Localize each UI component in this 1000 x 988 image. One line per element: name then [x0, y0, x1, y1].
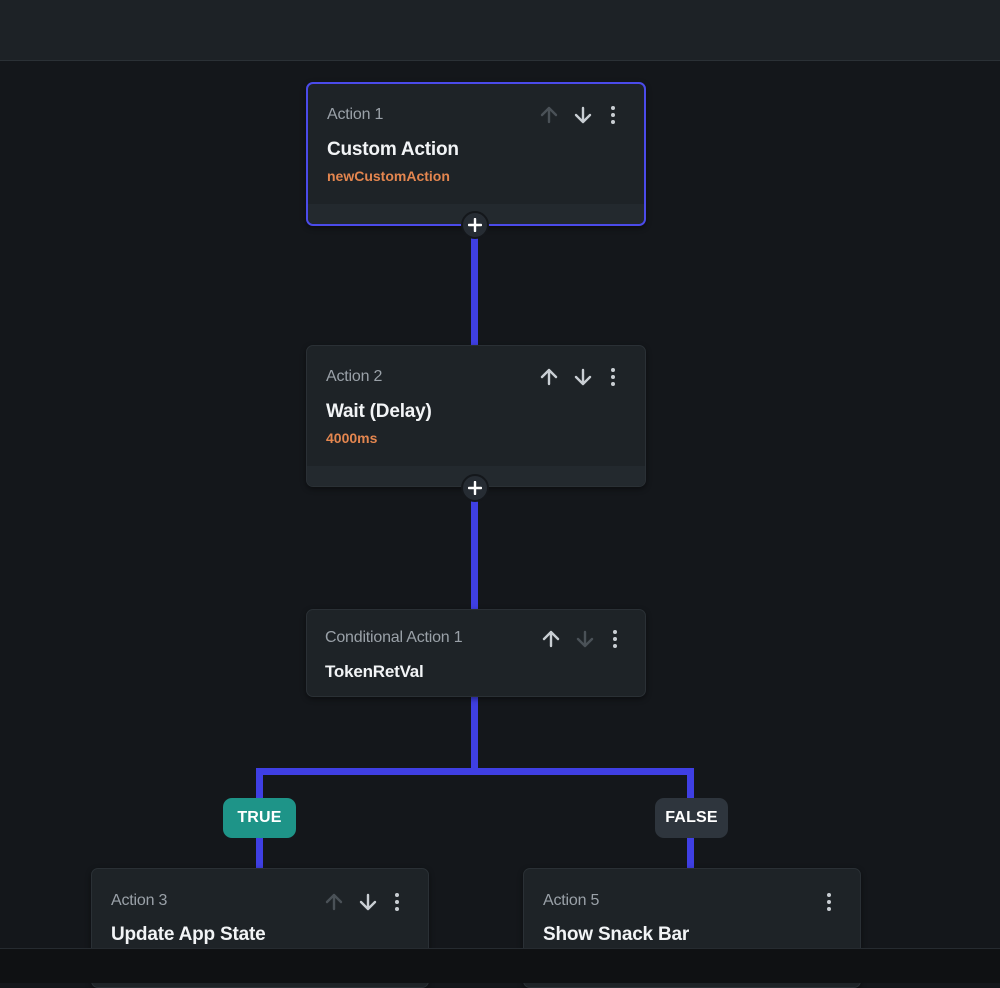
true-branch-badge[interactable]: TRUE: [223, 798, 296, 838]
move-down-icon[interactable]: [357, 891, 379, 913]
action-subtitle: 4000ms: [326, 430, 378, 446]
bottom-bar: [0, 948, 1000, 983]
action-title: Custom Action: [327, 139, 459, 160]
connector-line: [471, 238, 478, 346]
conditional-action-card[interactable]: Conditional Action 1 TokenRetVal: [306, 609, 646, 697]
false-branch-badge[interactable]: FALSE: [655, 798, 728, 838]
more-vert-icon[interactable]: [604, 628, 626, 650]
action-subtitle: newCustomAction: [327, 168, 450, 184]
action-label: Action 3: [111, 892, 168, 909]
action-card-1[interactable]: Action 1 Custom Action newCustomAction: [306, 82, 646, 226]
add-icon: [468, 218, 482, 232]
action-label: Action 1: [327, 106, 384, 123]
condition-title: TokenRetVal: [325, 662, 424, 681]
move-down-icon[interactable]: [574, 628, 596, 650]
action-label: Action 5: [543, 892, 600, 909]
action-title: Wait (Delay): [326, 401, 432, 422]
top-toolbar: [0, 0, 1000, 61]
add-action-button[interactable]: [461, 211, 489, 239]
more-vert-icon[interactable]: [602, 104, 624, 126]
move-up-icon[interactable]: [538, 104, 560, 126]
more-vert-icon[interactable]: [818, 891, 840, 913]
more-vert-icon[interactable]: [602, 366, 624, 388]
connector-line: [471, 500, 478, 610]
move-up-icon[interactable]: [323, 891, 345, 913]
move-down-icon[interactable]: [572, 366, 594, 388]
move-up-icon[interactable]: [540, 628, 562, 650]
action-label: Action 2: [326, 368, 383, 385]
move-down-icon[interactable]: [572, 104, 594, 126]
connector-line: [471, 697, 478, 771]
action-title: Show Snack Bar: [543, 924, 690, 945]
branch-horizontal-line: [256, 768, 694, 775]
add-action-button[interactable]: [461, 474, 489, 502]
more-vert-icon[interactable]: [386, 891, 408, 913]
action-title: Update App State: [111, 924, 266, 945]
add-icon: [468, 481, 482, 495]
action-card-2[interactable]: Action 2 Wait (Delay) 4000ms: [306, 345, 646, 487]
move-up-icon[interactable]: [538, 366, 560, 388]
action-label: Conditional Action 1: [325, 629, 463, 646]
